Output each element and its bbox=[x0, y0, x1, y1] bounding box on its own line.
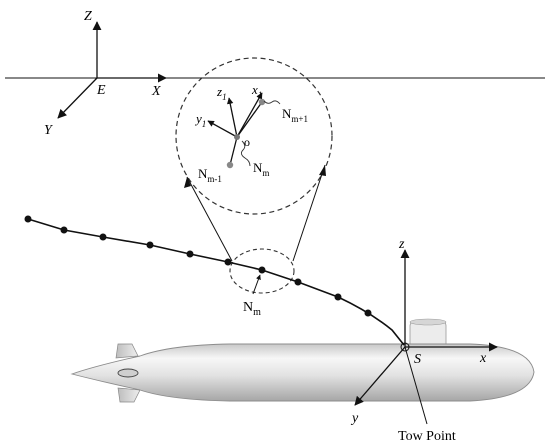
cable-node-m bbox=[258, 266, 266, 274]
cable-line bbox=[27, 218, 405, 346]
zoom-detail: x1 z1 y1 o Nm+1 Nm-1 Nm bbox=[175, 57, 333, 294]
node-z-axis bbox=[226, 97, 238, 138]
body-origin-label: S bbox=[414, 352, 421, 367]
node-y-label: y1 bbox=[194, 111, 206, 129]
cable-node-label: Nm bbox=[243, 300, 261, 318]
upper-tail-fin bbox=[115, 343, 139, 359]
node-z-label: z1 bbox=[216, 84, 227, 102]
leader-nm1 bbox=[263, 100, 281, 105]
zoom-connector-right bbox=[292, 164, 326, 262]
tow-point-label: Tow Point bbox=[398, 429, 456, 444]
zoom-circle bbox=[175, 57, 333, 215]
cable-node bbox=[24, 215, 32, 223]
earth-x-label: X bbox=[151, 84, 161, 99]
earth-z-label: Z bbox=[84, 9, 92, 24]
tow-point-leader bbox=[404, 346, 428, 425]
node-next-point bbox=[258, 98, 266, 106]
lower-tail-fin bbox=[117, 387, 141, 403]
earth-frame: Z X Y E bbox=[44, 9, 167, 138]
cable-node bbox=[99, 233, 107, 241]
connector-arrow-left bbox=[184, 177, 191, 188]
body-x-label: x bbox=[479, 351, 487, 366]
tow-cable: Nm bbox=[24, 215, 405, 346]
node-origin-label: o bbox=[244, 135, 250, 149]
submarine bbox=[70, 318, 535, 403]
leader-nm bbox=[240, 140, 251, 167]
node-y-axis bbox=[207, 120, 238, 138]
node-next-label: Nm+1 bbox=[282, 106, 308, 124]
cable-node bbox=[146, 241, 154, 249]
cable-node bbox=[224, 258, 232, 266]
cable-node bbox=[294, 278, 302, 286]
node-segment-upper bbox=[236, 101, 263, 138]
node-prev-point bbox=[226, 161, 234, 169]
node-origin-point bbox=[234, 134, 240, 140]
node-curr-label: Nm bbox=[253, 160, 269, 178]
node-segment-lower bbox=[229, 136, 238, 166]
cable-node bbox=[364, 309, 372, 317]
cable-node bbox=[186, 250, 194, 258]
connector-arrow-right bbox=[319, 165, 326, 176]
earth-y-axis bbox=[57, 77, 98, 119]
node-x-label: x1 bbox=[251, 82, 262, 100]
earth-origin-label: E bbox=[96, 83, 106, 98]
nm-pointer bbox=[252, 274, 261, 295]
node-highlight-circle bbox=[229, 248, 295, 294]
node-prev-label: Nm-1 bbox=[198, 166, 222, 184]
cable-node bbox=[334, 293, 342, 301]
body-z-label: z bbox=[398, 237, 405, 252]
earth-y-label: Y bbox=[44, 123, 54, 138]
sail-top bbox=[409, 318, 447, 326]
propeller-hub bbox=[117, 368, 139, 378]
node-x-axis bbox=[236, 92, 263, 138]
body-y-label: y bbox=[350, 411, 359, 426]
cable-node bbox=[60, 226, 68, 234]
tow-point-marker bbox=[400, 342, 410, 352]
body-y-axis bbox=[354, 346, 406, 406]
zoom-connector-left bbox=[186, 176, 233, 262]
body-frame: z x y S Tow Point bbox=[350, 237, 498, 444]
hull-body bbox=[70, 343, 535, 402]
